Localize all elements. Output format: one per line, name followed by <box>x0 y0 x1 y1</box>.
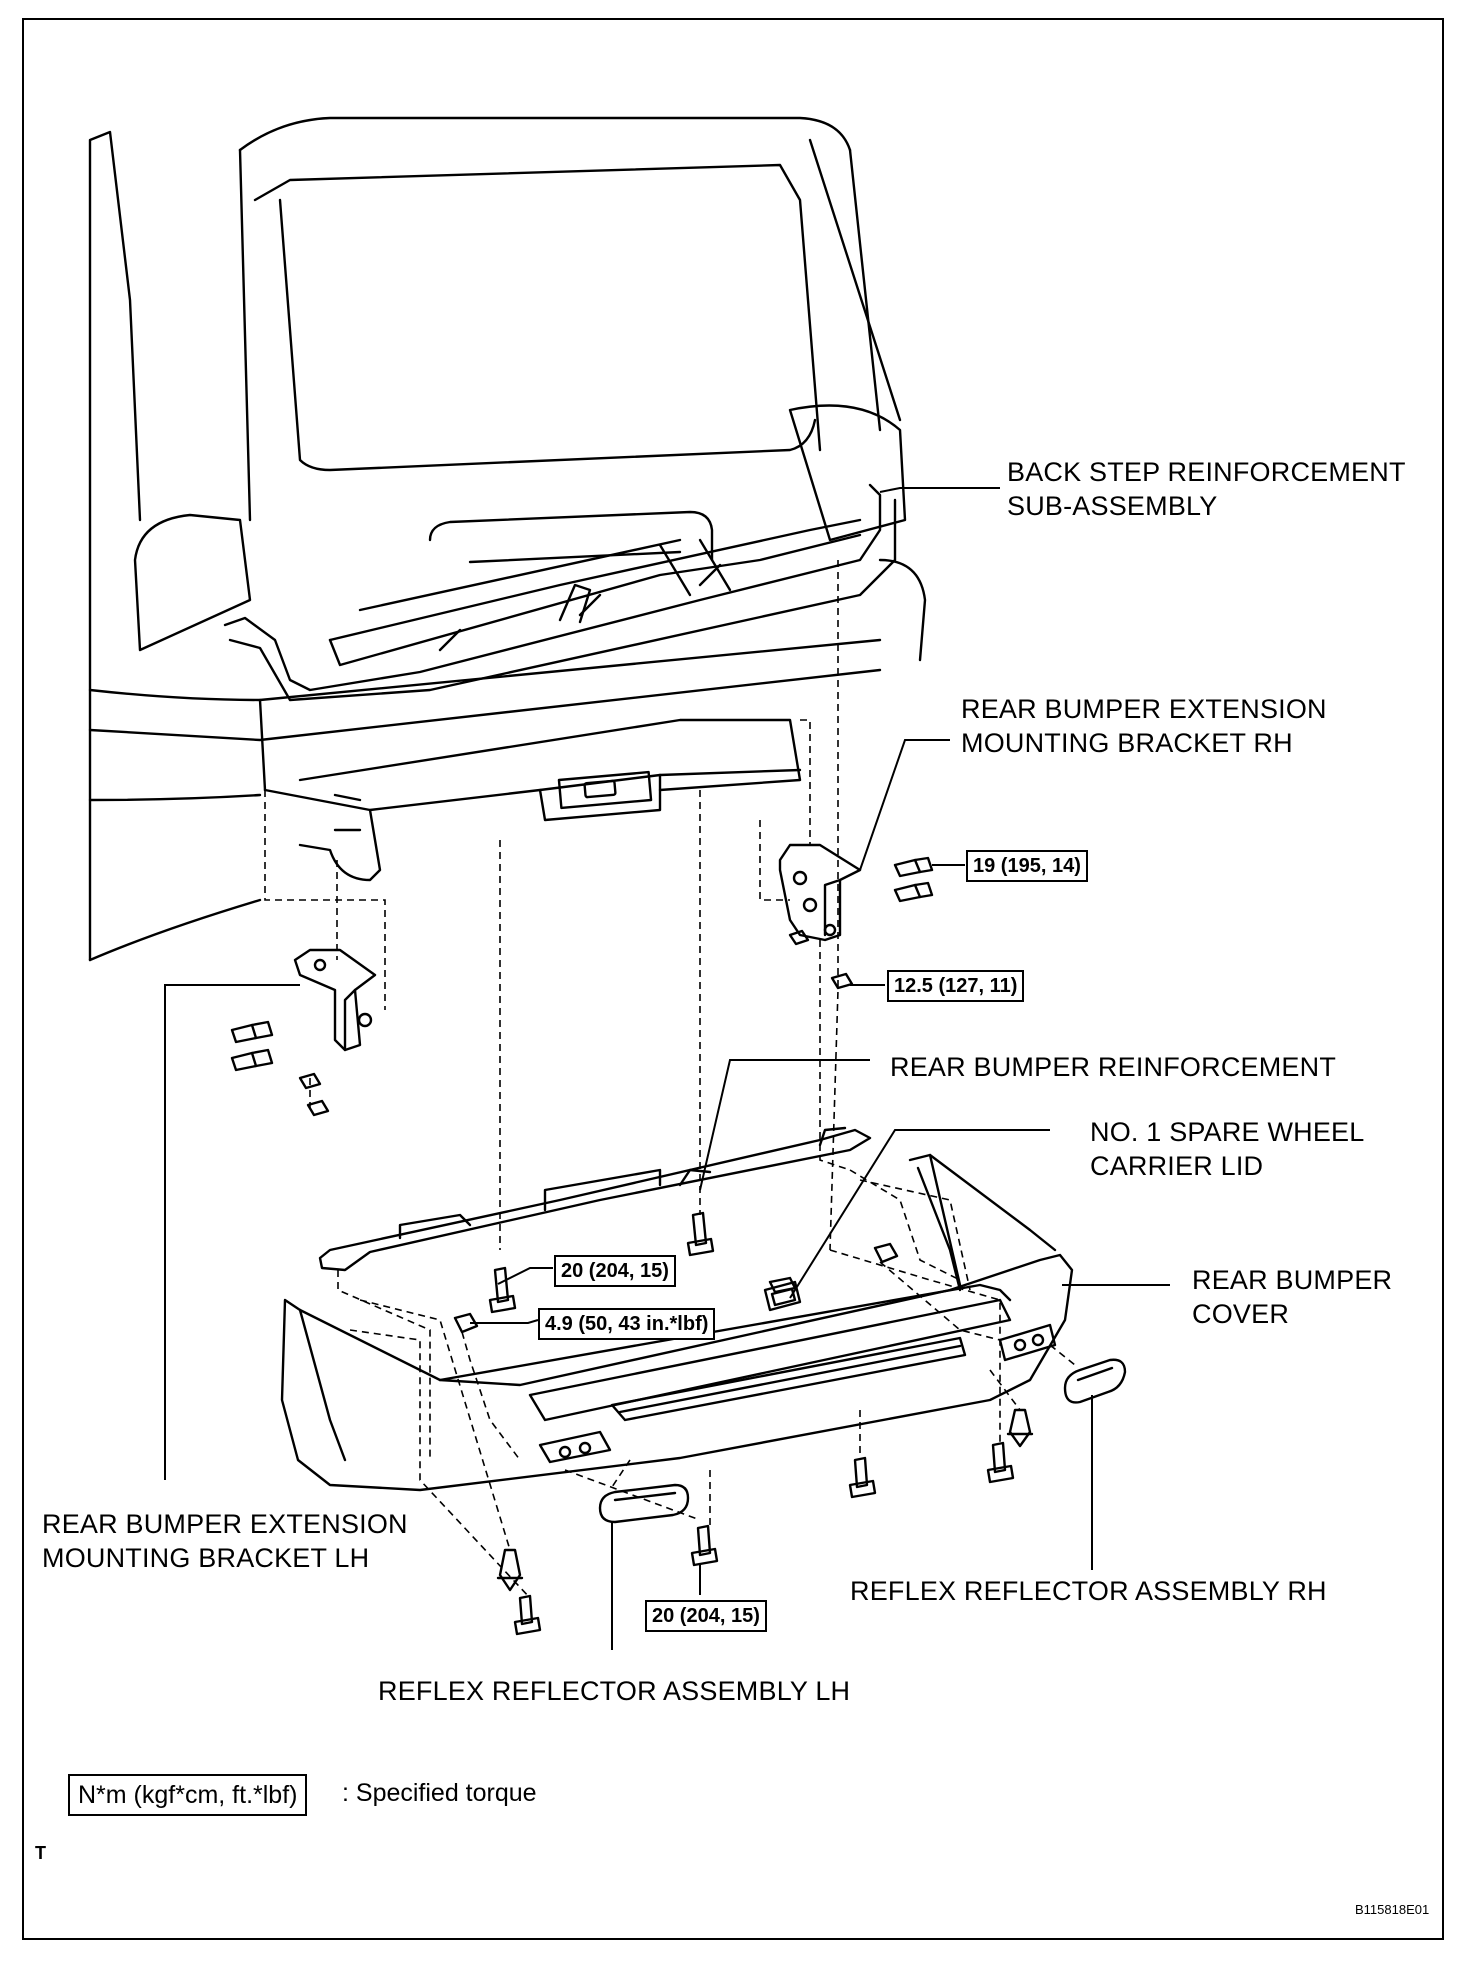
label-rear-bumper-reinforcement: REAR BUMPER REINFORCEMENT <box>890 1052 1337 1082</box>
label-bracket-rh-line1: REAR BUMPER EXTENSION <box>961 694 1327 724</box>
label-back-step-line1: BACK STEP REINFORCEMENT <box>1007 457 1406 487</box>
reflex-reflector-lh-part <box>598 1483 690 1524</box>
label-back-step-line2: SUB-ASSEMBLY <box>1007 491 1218 521</box>
torque-bracket-bolt: 19 (195, 14) <box>966 850 1088 882</box>
label-bracket-rh-line2: MOUNTING BRACKET RH <box>961 728 1293 758</box>
reinforcement-bolts <box>453 1211 899 1334</box>
bracket-lh-part <box>293 948 377 1052</box>
torque-bracket-nut: 12.5 (127, 11) <box>887 970 1025 1002</box>
rear-bumper-reinforcement-part <box>318 1126 872 1272</box>
label-reflex-reflector-rh: REFLEX REFLECTOR ASSEMBLY RH <box>850 1576 1327 1606</box>
legend-unit-box: N*m (kgf*cm, ft.*lbf) <box>68 1774 308 1816</box>
label-bracket-lh-line1: REAR BUMPER EXTENSION <box>42 1509 408 1539</box>
label-spare-wheel-line1: NO. 1 SPARE WHEEL <box>1090 1117 1365 1147</box>
torque-reinforcement-bolt: 20 (204, 15) <box>554 1255 676 1287</box>
label-reflex-reflector-lh: REFLEX REFLECTOR ASSEMBLY LH <box>378 1676 851 1706</box>
label-back-step-reinforcement: BACK STEP REINFORCEMENT SUB-ASSEMBLY <box>1007 455 1406 523</box>
label-bracket-lh-line2: MOUNTING BRACKET LH <box>42 1543 370 1573</box>
label-bracket-rh: REAR BUMPER EXTENSION MOUNTING BRACKET R… <box>961 692 1327 760</box>
vehicle-body <box>88 116 927 962</box>
bracket-rh-part <box>778 843 862 942</box>
corner-mark: T <box>35 1843 46 1863</box>
label-spare-wheel-carrier-lid: NO. 1 SPARE WHEEL CARRIER LID <box>1090 1115 1364 1183</box>
label-bracket-lh: REAR BUMPER EXTENSION MOUNTING BRACKET L… <box>42 1507 408 1575</box>
label-bumper-cover-line1: REAR BUMPER <box>1192 1265 1393 1295</box>
figure-id: B115818E01 <box>1355 1902 1430 1917</box>
torque-lower-bolt: 20 (204, 15) <box>645 1600 767 1632</box>
bracket-rh-bolts <box>788 856 934 990</box>
back-step-reinforcement-part <box>223 483 897 702</box>
frame-crossmember <box>263 718 802 882</box>
assembly-guide-lines <box>264 560 1076 1599</box>
leader-lines <box>164 487 1170 1650</box>
label-rear-bumper-cover: REAR BUMPER COVER <box>1192 1263 1392 1331</box>
label-bumper-cover-line2: COVER <box>1192 1299 1290 1329</box>
reflex-reflector-rh-part <box>1063 1358 1127 1404</box>
spare-wheel-carrier-lid-part <box>763 1280 802 1312</box>
diagram-frame <box>22 18 1444 1940</box>
legend-description: : Specified torque <box>342 1779 537 1807</box>
label-spare-wheel-line2: CARRIER LID <box>1090 1151 1264 1181</box>
bracket-lh-bolts <box>230 1020 330 1117</box>
torque-cover-nut: 4.9 (50, 43 in.*lbf) <box>538 1308 716 1340</box>
